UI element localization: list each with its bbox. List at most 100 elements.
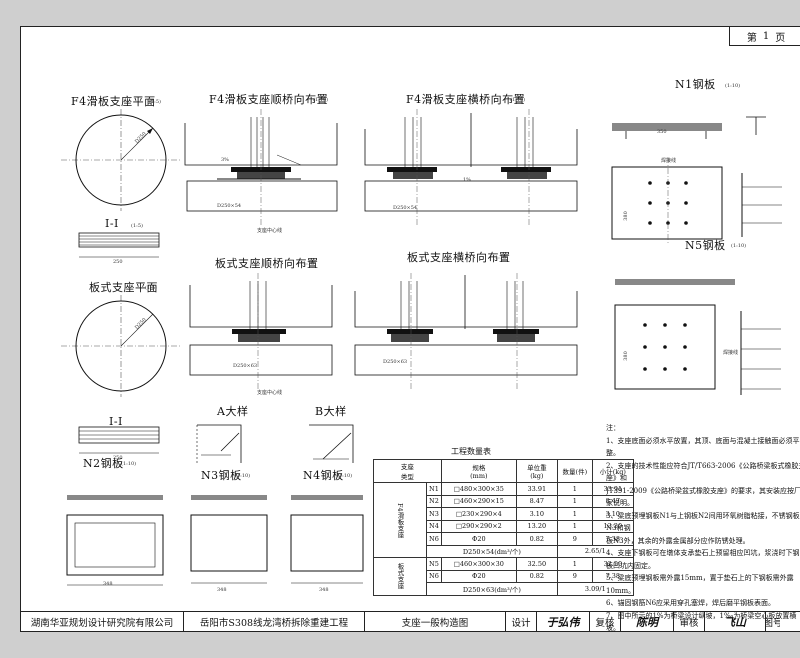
scale-plate-plan: (1:5) — [145, 285, 157, 291]
scale-f4-long: (1:10) — [313, 97, 329, 103]
scale-plate-trans: (1:10) — [493, 255, 509, 261]
f4-trans-drawing — [364, 109, 578, 225]
n1-plate-drawing — [611, 116, 782, 245]
dim-n5-380: 380 — [622, 351, 629, 361]
qty-cell: N4 — [426, 519, 442, 533]
scale-n5: (1:10) — [731, 243, 747, 249]
title-n5: N5钢板 — [685, 239, 726, 252]
title-b-detail: B大样 — [315, 405, 347, 418]
company-name: 湖南华亚规划设计研究院有限公司 — [21, 612, 184, 632]
qty-cell: N6 — [426, 569, 442, 583]
n5-plate-drawing — [614, 279, 781, 395]
qty-cell: 1 — [556, 557, 593, 571]
page-label-right: 页 — [775, 32, 786, 44]
qty-cell: 13.20 — [515, 519, 558, 533]
qty-cell: 1 — [556, 519, 593, 533]
drawing-name: 支座一般构造图 — [365, 612, 506, 632]
scale-n4: (1:10) — [337, 473, 353, 479]
b-detail-drawing — [309, 424, 354, 463]
qty-col-unitw: 单位重 (kg) — [515, 459, 558, 483]
design-label: 设计 — [506, 612, 537, 632]
qty-group-plate: 板式支座 — [373, 557, 427, 596]
note-item: 5、梁底预埋钢板需外露15mm，置于垫石上的下钢板需外露10mm。 — [606, 574, 794, 595]
plate-trans-drawing — [354, 273, 578, 389]
f4-plan-drawing — [61, 109, 181, 211]
title-plate-long: 板式支座顺桥向布置 — [215, 257, 319, 270]
qty-cell: D250×63(dm³/个) — [426, 582, 558, 596]
qty-cell: □460×290×15 — [440, 494, 517, 508]
title-n3: N3钢板 — [201, 469, 242, 482]
qty-cell: □480×300×35 — [440, 482, 517, 496]
title-sec2: I-I — [109, 415, 123, 428]
dim-w250b: 250 — [113, 455, 123, 461]
label-bearing-center-2: 支座中心线 — [257, 390, 283, 396]
table-row: 板式支座 N5 □460×300×30 32.50 1 32.50 — [373, 557, 634, 596]
n2-plate-drawing — [66, 495, 164, 586]
title-n2: N2钢板 — [83, 457, 124, 470]
title-a-detail: A大样 — [217, 405, 249, 418]
dim-slope-f4: 3% — [221, 157, 229, 163]
title-f4-long: F4滑板支座顺桥向布置 — [209, 93, 329, 106]
approve-signature: 飞山 — [705, 612, 766, 632]
qty-cell: □460×300×30 — [440, 557, 517, 571]
dim-f4-long-label: D250×54 — [217, 203, 242, 209]
page-number: 1 — [762, 30, 770, 42]
note-item: JT391-2009《公路桥梁盆式橡胶支座》的要求，其安装应按厂家说明。 — [606, 486, 800, 508]
qty-cell: D250×54(dm³/个) — [426, 544, 558, 558]
title-n4: N4钢板 — [303, 469, 344, 482]
qty-cell: 32.50 — [515, 557, 558, 571]
scale-f4-plan: (1:5) — [149, 99, 161, 105]
label-n1-weld: 焊接线 — [661, 158, 677, 164]
dim-n1-380: 380 — [622, 211, 629, 221]
dim-plate-trans-label: D250×63 — [383, 359, 408, 365]
qty-header-row: 支座 类型 规格 (mm) 单位重 (kg) 数量(件) 小计(kg) — [373, 459, 634, 483]
project-name: 岳阳市S308线龙湾桥拆除重建工程 — [184, 612, 365, 632]
scale-plate-long: (1:10) — [301, 261, 317, 267]
dim-n2-348: 348 — [103, 581, 113, 587]
n3-plate-drawing — [190, 495, 268, 584]
qty-cell: 1 — [556, 507, 593, 521]
dim-plate-long-label: D250×63 — [233, 363, 258, 369]
sec2-drawing — [78, 426, 160, 454]
note-item: 7、图中所示的1%为桥梁设计纵坡，1‰为桥梁空心板放置横坡。 — [606, 611, 797, 633]
table-row: D250×63(dm³/个) 3.09/1 — [374, 582, 634, 596]
plate-plan-drawing — [61, 295, 181, 397]
qty-cell: 1 — [556, 494, 593, 508]
approve-label: 审核 — [674, 612, 705, 632]
title-f4-trans: F4滑板支座横桥向布置 — [406, 93, 526, 106]
title-plate-plan: 板式支座平面 — [89, 281, 158, 294]
label-bearing-center-1: 支座中心线 — [257, 228, 283, 234]
qty-cell: □230×290×4 — [440, 507, 517, 521]
note-item: 3、梁底预埋钢板N1与上钢板N2间用环氧树脂粘接，不锈钢板N3和钢 — [606, 511, 800, 533]
a-detail-drawing — [196, 424, 242, 463]
title-plate-trans: 板式支座横桥向布置 — [407, 251, 511, 264]
qty-cell: Φ20 — [440, 532, 517, 546]
qty-col-count: 数量(件) — [556, 459, 593, 483]
plate-long-drawing — [189, 273, 333, 389]
scale-n1: (1:10) — [725, 83, 741, 89]
note-item: 1、支座底面必须水平放置，其顶、底面与混凝土接触面必须平整。 — [606, 436, 800, 458]
qty-cell: 3.10 — [515, 507, 558, 521]
qty-cell: 0.82 — [515, 532, 558, 546]
note-item: 6、锚固钢筋N6应采用穿孔塞焊，焊后磨平钢板表面。 — [606, 599, 776, 607]
design-signature: 于弘伟 — [537, 612, 590, 632]
qty-col-subtotal: 小计(kg) — [591, 459, 634, 483]
page-number-box: 第 1 页 — [729, 27, 800, 46]
review-signature: 陈明 — [621, 612, 674, 632]
table-row: N6 Φ20 0.82 9 7.38 — [374, 532, 634, 546]
title-f4-plan: F4滑板支座平面 — [71, 95, 156, 108]
table-row: N3 □230×290×4 3.10 1 3.10 — [374, 507, 634, 521]
notes-heading: 注： — [606, 424, 620, 432]
n4-plate-drawing — [290, 495, 364, 584]
qty-cell: N5 — [426, 557, 442, 571]
dim-slope-f4-trans: 1% — [463, 177, 471, 183]
note-item: 4、支座下钢板可在墩体支承垫石上预留相应凹坑，浆浇时下钢板凹坑内固定。 — [606, 549, 800, 570]
qty-cell: 0.82 — [515, 569, 558, 583]
scale-sec1: (1:5) — [131, 223, 143, 229]
note-item: 板N3外，其余的外露金属部分应作防锈处理。 — [606, 536, 750, 545]
drawing-sheet: 第 1 页 F4滑板支座平面 (1:5) F4滑板支座顺桥向布置 (1:10) … — [20, 26, 800, 632]
dim-f4-trans-label: D250×54 — [393, 205, 418, 211]
page-label-left: 第 — [746, 32, 757, 44]
sheet-label: 图号 — [766, 618, 780, 629]
dim-n3-348: 348 — [217, 587, 227, 593]
